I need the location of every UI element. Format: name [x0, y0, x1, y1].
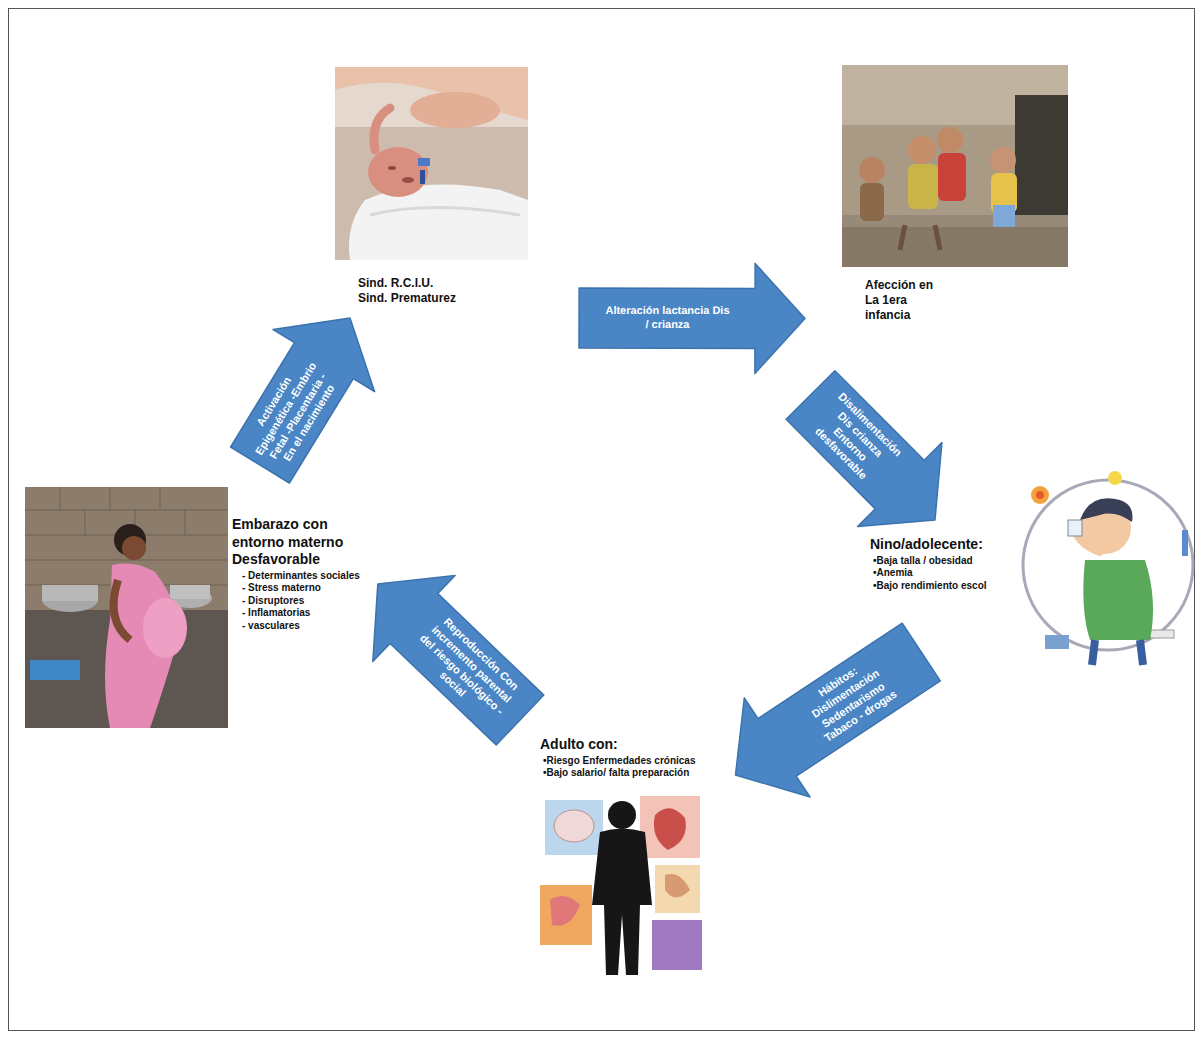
stage-heading: Afección en La 1era infancia — [865, 278, 950, 323]
stage-heading: Nino/adolecente: — [870, 536, 987, 554]
block-arrow — [736, 623, 941, 797]
stage-item: •Anemia — [870, 567, 987, 580]
block-arrow — [786, 371, 942, 527]
stage-heading: Adulto con: — [540, 736, 695, 754]
stage-text-block: Adulto con:•Riesgo Enfermedades crónicas… — [540, 736, 695, 780]
frame — [9, 9, 1195, 1031]
children-photo — [842, 65, 1068, 267]
stage-heading: Sind. R.C.I.U. — [358, 276, 456, 291]
adult-illustration — [540, 796, 702, 975]
block-arrow — [231, 318, 375, 483]
stage-item: - Inflamatorias — [232, 607, 360, 620]
stage-text-block: Embarazo con entorno materno Desfavorabl… — [232, 516, 360, 632]
stage-item: - Stress materno — [232, 582, 360, 595]
premature-baby-photo — [335, 67, 528, 260]
stage-text-block: Nino/adolecente:•Baja talla / obesidad•A… — [870, 536, 987, 592]
stage-item: - vasculares — [232, 620, 360, 633]
stage-item: - Disruptores — [232, 595, 360, 608]
pregnant-woman-photo — [25, 487, 228, 728]
stage-text-block: Afección en La 1era infancia — [865, 278, 950, 323]
block-arrow — [373, 576, 544, 745]
stage-item: Sind. Prematurez — [358, 291, 456, 306]
stage-heading: Embarazo con entorno materno Desfavorabl… — [232, 516, 357, 569]
stage-item: - Determinantes sociales — [232, 570, 360, 583]
stage-item: •Riesgo Enfermedades crónicas — [540, 755, 695, 768]
stage-text-block: Sind. R.C.I.U.Sind. Prematurez — [358, 276, 456, 306]
stage-item: •Bajo salario/ falta preparación — [540, 767, 695, 780]
stage-item: •Bajo rendimiento escol — [870, 580, 987, 593]
boy-cartoon — [1023, 471, 1193, 665]
block-arrow — [579, 263, 805, 373]
stage-item: •Baja talla / obesidad — [870, 555, 987, 568]
arrow-label: Alteración lactancia Dis / crianza — [604, 304, 729, 332]
